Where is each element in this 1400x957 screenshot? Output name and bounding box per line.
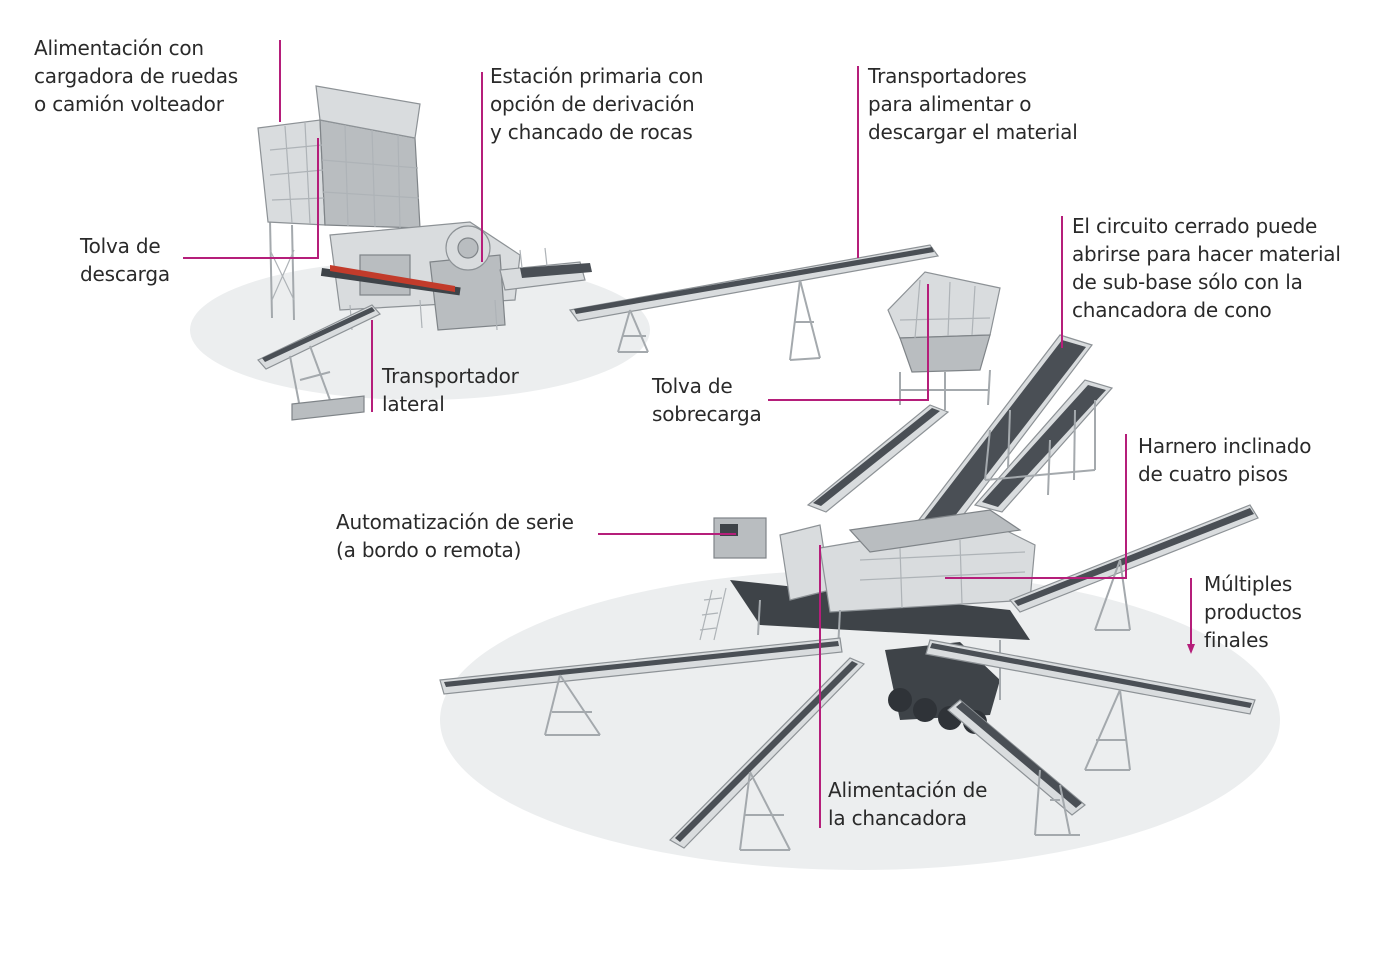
label-multiple-products: Múltiples productos finales — [1204, 570, 1302, 654]
surge-hopper — [887, 271, 1001, 410]
side-conveyor — [257, 304, 381, 421]
leader-discharge-hopper — [183, 138, 319, 259]
label-line: de sub-base sólo con la — [1072, 270, 1303, 294]
label-crusher-feed: Alimentación de la chancadora — [828, 776, 987, 832]
label-line: y chancado de rocas — [490, 120, 693, 144]
label-automation: Automatización de serie (a bordo o remot… — [336, 508, 574, 564]
label-line: Múltiples — [1204, 572, 1293, 596]
leader-lines — [183, 40, 1195, 828]
label-line: Tolva de — [80, 234, 161, 258]
label-line: sobrecarga — [652, 402, 762, 426]
label-line: opción de derivación — [490, 92, 695, 116]
label-line: de cuatro pisos — [1138, 462, 1288, 486]
label-line: chancadora de cono — [1072, 298, 1272, 322]
label-side-conveyor: Transportador lateral — [382, 362, 519, 418]
label-line: Automatización de serie — [336, 510, 574, 534]
label-line: descarga — [80, 262, 170, 286]
label-line: Tolva de — [652, 374, 733, 398]
arrow-head — [1187, 644, 1195, 654]
label-closed-circuit: El circuito cerrado puede abrirse para h… — [1072, 212, 1341, 324]
label-line: Harnero inclinado — [1138, 434, 1312, 458]
label-feed-conveyors: Transportadores para alimentar o descarg… — [868, 62, 1078, 146]
label-line: El circuito cerrado puede — [1072, 214, 1318, 238]
label-line: Transportadores — [868, 64, 1027, 88]
label-inclined-screen: Harnero inclinado de cuatro pisos — [1138, 432, 1312, 488]
transfer-conveyor — [499, 247, 592, 291]
primary-shadow — [190, 260, 650, 400]
label-line: productos — [1204, 600, 1302, 624]
label-surge-hopper: Tolva de sobrecarga — [652, 372, 762, 428]
label-line: finales — [1204, 628, 1269, 652]
label-primary-station: Estación primaria con opción de derivaci… — [490, 62, 703, 146]
label-line: Alimentación con — [34, 36, 204, 60]
label-discharge-hopper: Tolva de descarga — [80, 232, 170, 288]
primary-crusher — [320, 221, 521, 331]
label-line: para alimentar o — [868, 92, 1032, 116]
label-line: Alimentación de — [828, 778, 988, 802]
label-line: lateral — [382, 392, 445, 416]
primary-station — [257, 85, 592, 421]
leader-surge-hopper — [768, 284, 929, 401]
label-line: abrirse para hacer material — [1072, 242, 1341, 266]
label-line: cargadora de ruedas — [34, 64, 238, 88]
label-feed-loader: Alimentación con cargadora de ruedas o c… — [34, 34, 238, 118]
label-line: Transportador — [382, 364, 519, 388]
radial-conveyors — [439, 504, 1259, 851]
label-line: o camión volteador — [34, 92, 224, 116]
circuit-conveyors — [806, 334, 1114, 536]
leader-inclined-screen — [945, 434, 1127, 579]
label-line: descargar el material — [868, 120, 1078, 144]
label-line: Estación primaria con — [490, 64, 704, 88]
feed-hopper — [257, 85, 421, 229]
long-conveyor — [568, 244, 940, 361]
label-line: la chancadora — [828, 806, 967, 830]
label-line: (a bordo o remota) — [336, 538, 522, 562]
